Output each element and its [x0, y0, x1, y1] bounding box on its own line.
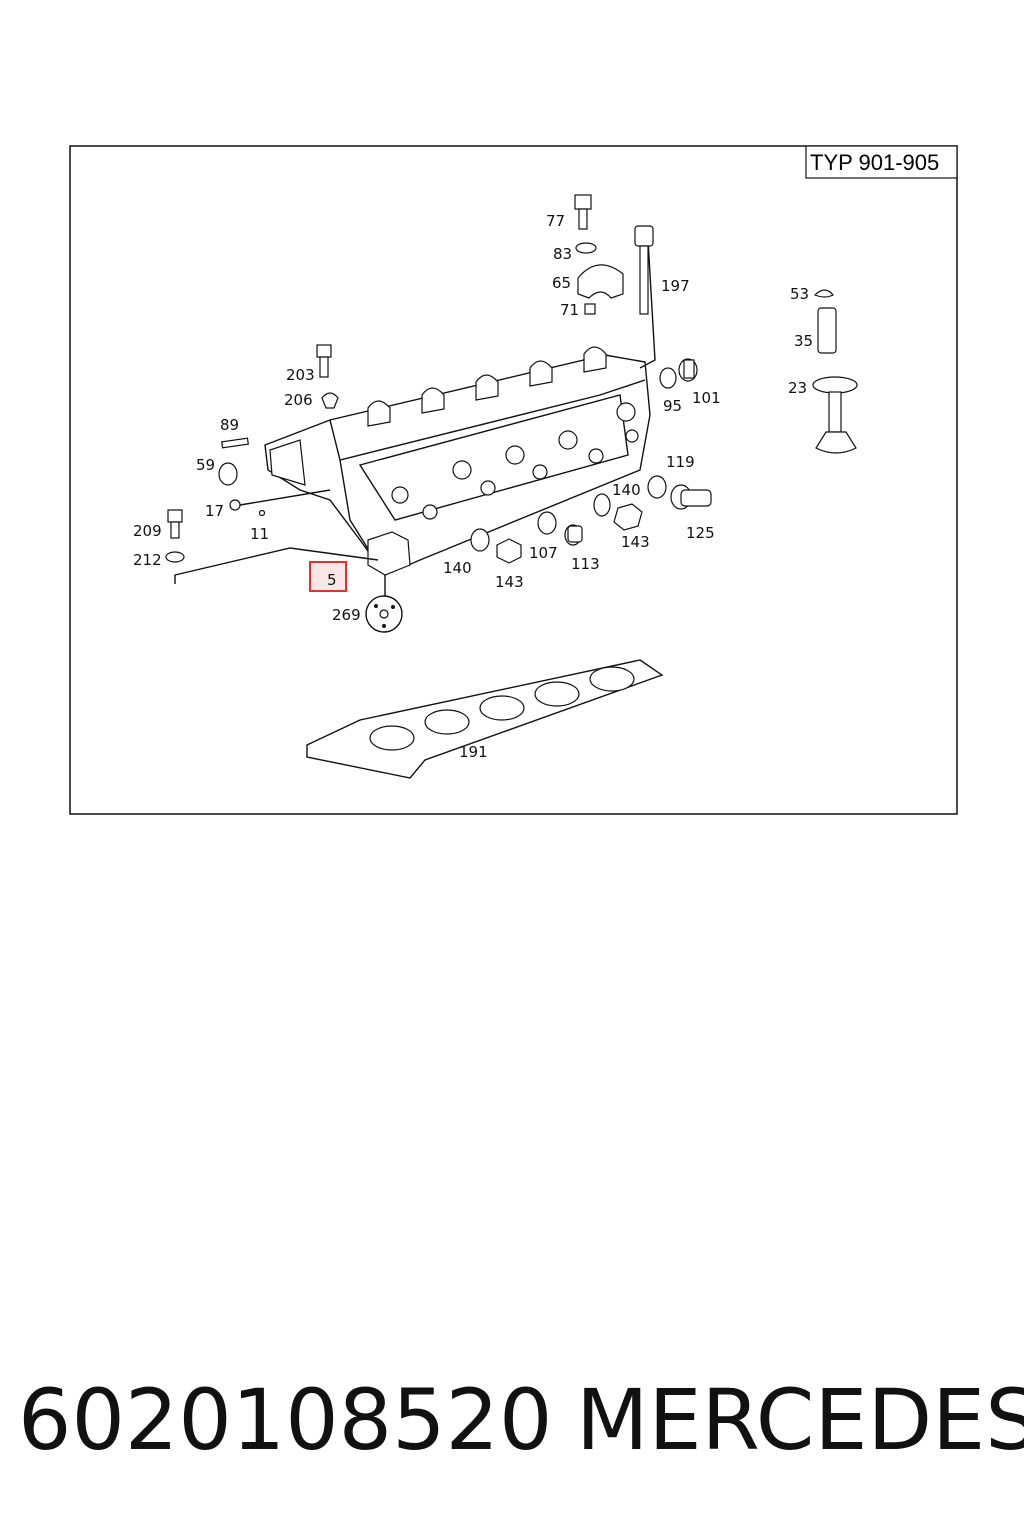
callout-209: 209	[133, 522, 162, 540]
diagram-frame	[69, 145, 958, 815]
callout-140b: 140	[443, 559, 472, 577]
seal-140b	[470, 528, 490, 552]
ring-17	[229, 499, 241, 511]
callout-113: 113	[571, 555, 600, 573]
plug-113	[564, 524, 583, 546]
type-label: TYP 901-905	[810, 150, 939, 175]
washer-212	[165, 551, 185, 563]
callout-101: 101	[692, 389, 721, 407]
callout-17: 17	[205, 502, 224, 520]
sender-125	[670, 484, 712, 510]
callout-71: 71	[560, 301, 579, 319]
callout-197: 197	[661, 277, 690, 295]
cylinder-head	[264, 346, 651, 576]
sleeve-71	[584, 303, 596, 315]
callout-77: 77	[546, 212, 565, 230]
callout-107: 107	[529, 544, 558, 562]
callout-11: 11	[250, 525, 269, 543]
washer-83	[575, 242, 597, 254]
bearing-cap-65	[577, 264, 624, 299]
callout-212: 212	[133, 551, 162, 569]
callout-191: 191	[459, 743, 488, 761]
callout-53: 53	[790, 285, 809, 303]
callout-83: 83	[553, 245, 572, 263]
callout-206: 206	[284, 391, 313, 409]
plate-269	[365, 595, 403, 633]
part-number: 6020108520	[18, 1371, 553, 1469]
part-footer: 6020108520 MERCEDES	[18, 1365, 1024, 1475]
clip-206	[321, 392, 339, 409]
nut-143a	[613, 503, 643, 531]
seal-119	[647, 475, 667, 499]
cotter-53	[813, 289, 834, 298]
seal-140a	[593, 493, 611, 517]
stud-89	[221, 437, 249, 449]
bolt-209	[167, 509, 183, 539]
callout-5: 5	[327, 571, 337, 589]
highlight-box-5[interactable]	[309, 561, 347, 592]
seal-95	[659, 367, 677, 389]
exploded-parts-diagram: TYP 901-905	[69, 145, 958, 815]
bolt-203	[316, 344, 332, 378]
callout-140a: 140	[612, 481, 641, 499]
bolt-197	[634, 225, 654, 315]
callout-269: 269	[332, 606, 361, 624]
callout-143b: 143	[495, 573, 524, 591]
plug-101	[678, 358, 698, 382]
brand-name: MERCEDES	[576, 1371, 1024, 1469]
callout-35: 35	[794, 332, 813, 350]
pin-11	[258, 509, 266, 517]
callout-143a: 143	[621, 533, 650, 551]
type-label-box	[805, 145, 958, 179]
keeper-35	[817, 307, 837, 354]
nut-143b	[496, 538, 522, 564]
bolt-77	[574, 194, 592, 230]
callout-23: 23	[788, 379, 807, 397]
valve-23	[812, 376, 858, 454]
callout-95: 95	[663, 397, 682, 415]
callout-59: 59	[196, 456, 215, 474]
callout-203: 203	[286, 366, 315, 384]
head-gasket-191	[306, 659, 664, 779]
callout-125: 125	[686, 524, 715, 542]
callout-89: 89	[220, 416, 239, 434]
callout-65: 65	[552, 274, 571, 292]
seal-107	[537, 511, 557, 535]
plug-59	[218, 462, 238, 486]
callout-119: 119	[666, 453, 695, 471]
